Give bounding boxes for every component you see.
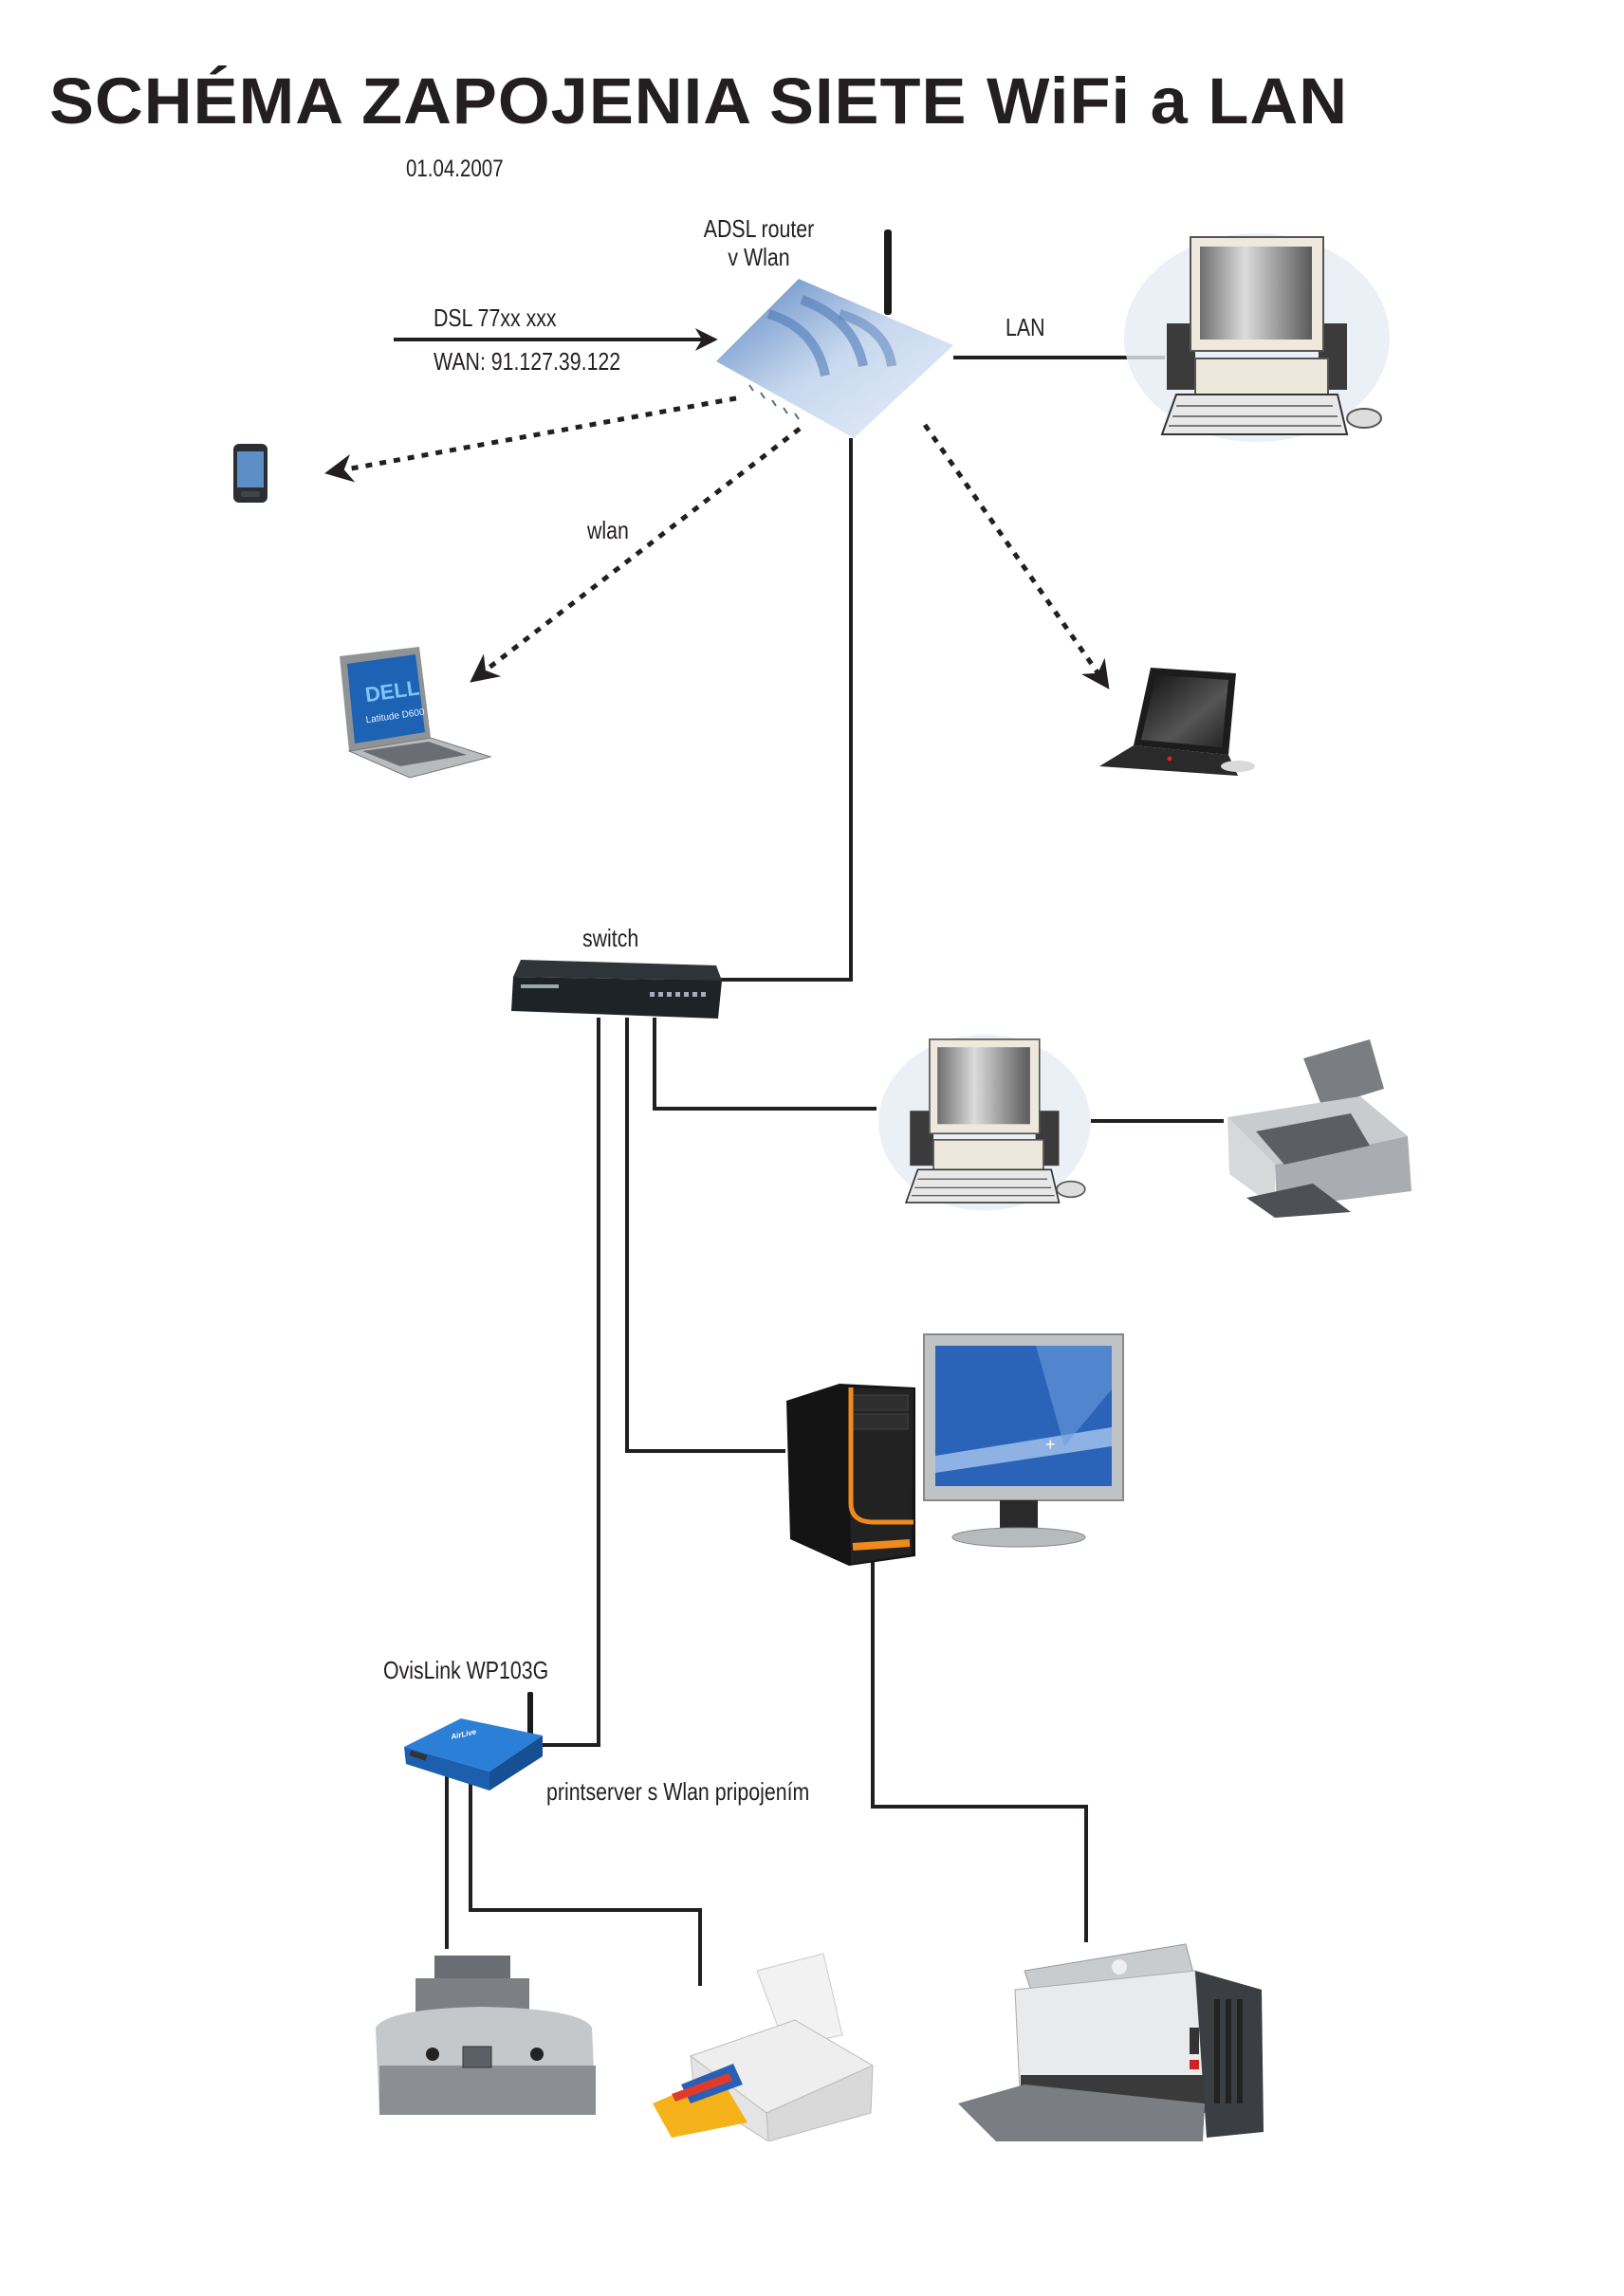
cable-tower-to-laser-printer xyxy=(871,1551,1088,1942)
diagram-title: SCHÉMA ZAPOJENIA SIETE WiFi a LAN xyxy=(49,64,1349,138)
lan-label: LAN xyxy=(1006,313,1045,341)
monitor-screen-plus-glyph: + xyxy=(1045,1435,1056,1454)
wan-ip-label: WAN: 91.127.39.122 xyxy=(434,347,621,376)
wireless-link-dell-laptop xyxy=(470,427,802,683)
cable-printserver-to-inkjet-printer xyxy=(469,1780,702,1986)
lcd-monitor-icon[interactable]: + xyxy=(922,1332,1126,1551)
thinkpad-laptop-icon[interactable] xyxy=(1096,664,1266,785)
ovislink-printserver-icon[interactable]: AirLive xyxy=(402,1690,554,1796)
diagram-date: 01.04.2007 xyxy=(406,156,504,182)
adsl-router-icon[interactable] xyxy=(711,224,968,442)
printserver-name-label: OvisLink WP103G xyxy=(383,1656,549,1684)
cable-switch-to-tower xyxy=(625,1018,785,1453)
cable-router-to-switch xyxy=(664,438,853,982)
wireless-link-thinkpad xyxy=(922,423,1110,689)
dsl-number-label: DSL 77xx xxx xyxy=(434,303,557,332)
tower-pc-icon[interactable] xyxy=(783,1380,920,1568)
desktop-computer-middle-icon[interactable] xyxy=(875,1007,1102,1235)
router-label-line2: v Wlan xyxy=(728,243,790,271)
wireless-link-phone xyxy=(324,395,737,483)
cable-switch-to-desktop xyxy=(653,1018,877,1111)
inkjet-printer-bottom-icon[interactable] xyxy=(653,1952,876,2141)
inkjet-printer-right-icon[interactable] xyxy=(1218,1032,1417,1218)
printserver-description-label: printserver s Wlan pripojením xyxy=(546,1777,810,1806)
pda-phone-icon[interactable] xyxy=(231,442,269,505)
laser-printer-icon[interactable] xyxy=(958,1942,1276,2143)
dell-laptop-icon[interactable]: DELL Latitude D600 xyxy=(334,645,495,782)
wlan-label: wlan xyxy=(587,516,629,544)
cable-switch-to-printserver xyxy=(543,1018,600,1747)
photo-printer-icon[interactable] xyxy=(368,1952,600,2128)
router-label-line1: ADSL router xyxy=(703,214,815,243)
switch-label: switch xyxy=(582,924,639,952)
network-switch-icon[interactable] xyxy=(508,956,726,1024)
desktop-computer-top-icon[interactable] xyxy=(1119,224,1394,448)
